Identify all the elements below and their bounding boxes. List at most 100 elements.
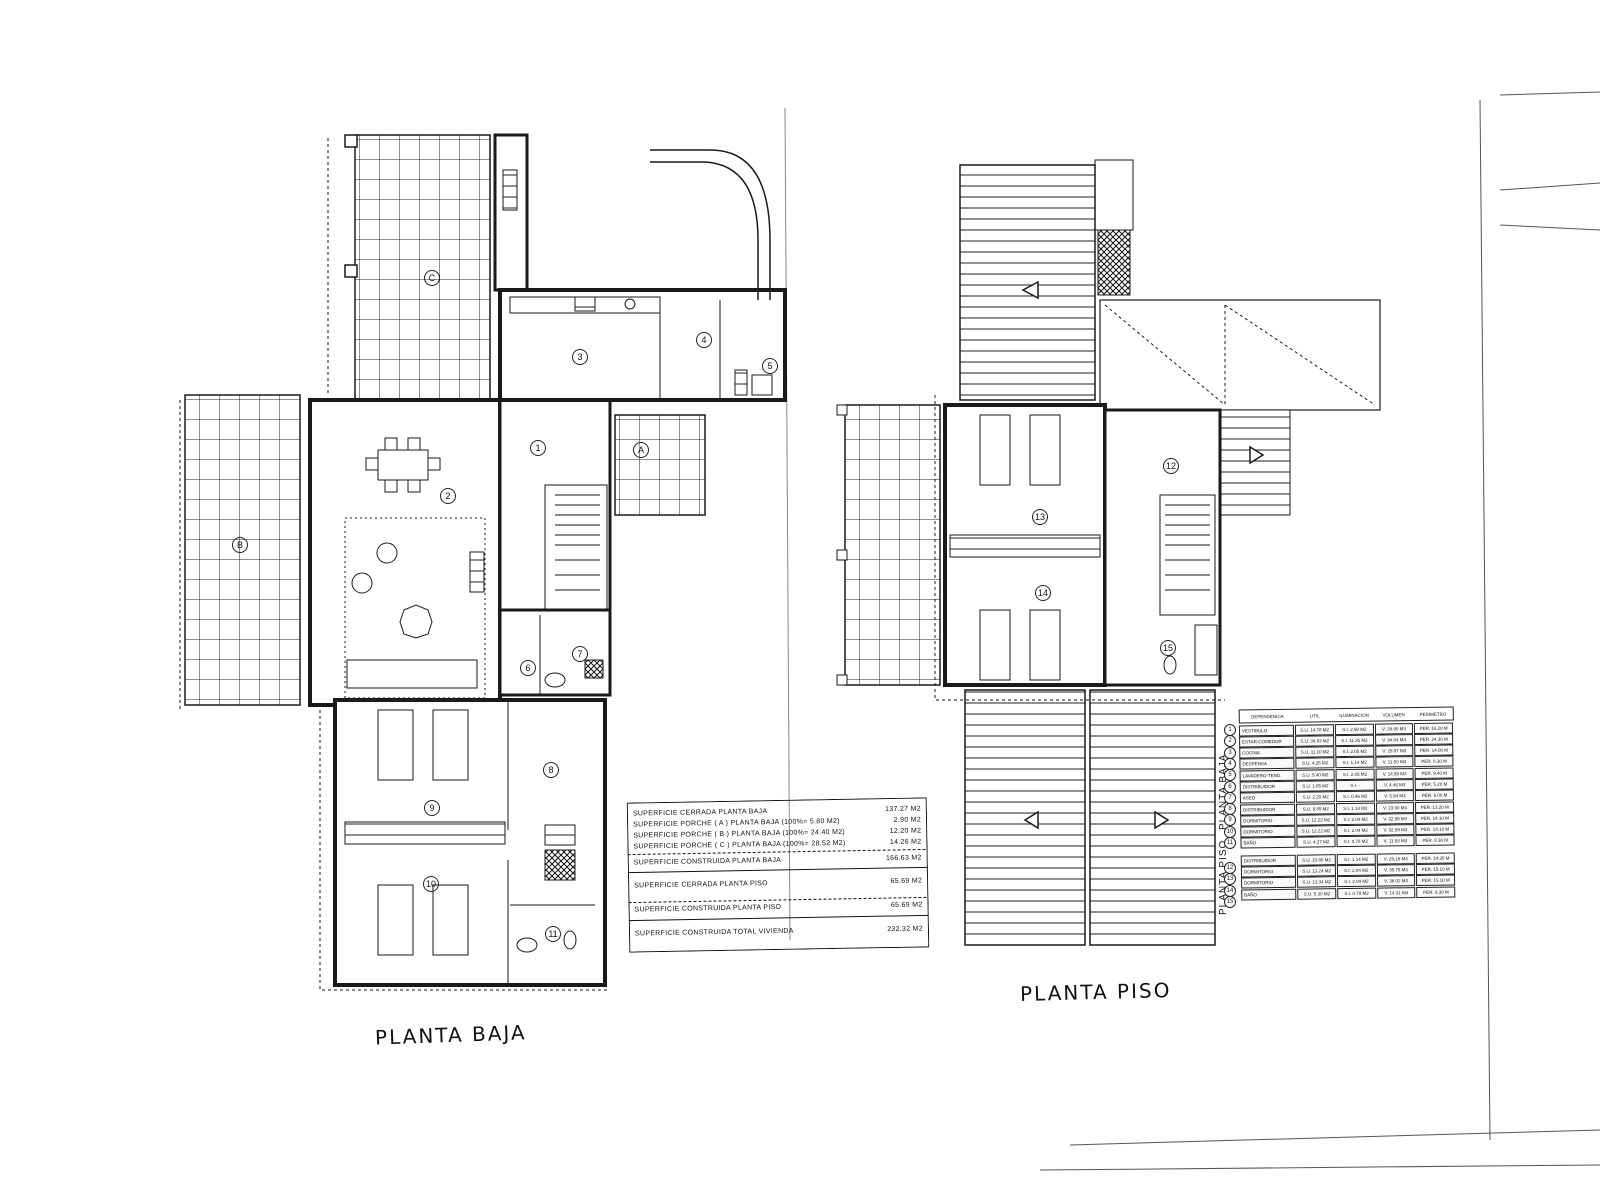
header-cell: ILUMINACION xyxy=(1339,712,1369,718)
room-table-cell: S.I. 0.46 M2 xyxy=(1335,790,1375,803)
room-table-cell: S.I. 2.04 M2 xyxy=(1336,864,1376,877)
room-table-cell: DISTRIBUIDOR xyxy=(1240,854,1297,867)
room-number-15: 15 xyxy=(1160,640,1176,656)
room-table-cell: S.I. 1.14 M2 xyxy=(1336,853,1376,865)
upper-floor-plan xyxy=(836,159,1381,946)
room-table-header: DEPENDENCIA UTIL ILUMINACION VOLUMEN PER… xyxy=(1238,706,1454,724)
room-table-cell: S.I. 2.05 M2 xyxy=(1335,745,1375,758)
room-table-cell: S.I. 1.14 M2 xyxy=(1335,757,1375,769)
room-table-cell: DORMITORIO xyxy=(1240,814,1296,827)
room-number-1: 1 xyxy=(530,440,546,456)
surface-summary-table: SUPERFICIE CERRADA PLANTA BAJA 137.27 M2… xyxy=(626,797,930,953)
room-table-cell: PER. 9.40 M xyxy=(1414,767,1454,779)
room-table-cell: S.U. 34.83 M2 xyxy=(1295,734,1335,747)
room-number-8: 8 xyxy=(543,762,559,778)
room-schedule-table: DEPENDENCIA UTIL ILUMINACION VOLUMEN PER… xyxy=(1238,706,1457,901)
room-table-cell: S.U. 13.24 M2 xyxy=(1297,865,1337,877)
room-number-9: 9 xyxy=(424,800,440,816)
room-table-cell: V. 32.99 M3 xyxy=(1375,824,1415,836)
summary-value: 65.69 M2 xyxy=(890,877,923,886)
summary-label: SUPERFICIE CONSTRUIDA PLANTA BAJA xyxy=(633,856,782,867)
room-table-cell: DISTRIBUIDOR xyxy=(1239,803,1296,816)
summary-label: SUPERFICIE CONSTRUIDA TOTAL VIVIENDA xyxy=(634,927,794,938)
room-number-marker: 1 xyxy=(1224,724,1236,736)
room-table-cell: BAÑO xyxy=(1240,837,1296,849)
room-table-cell: BAÑO xyxy=(1241,888,1297,901)
room-table-cell: PER. 15.10 M xyxy=(1416,863,1456,876)
room-table-cell: S.I. 1.14 M2 xyxy=(1335,802,1375,814)
room-table-cell: S.U. 12.22 M2 xyxy=(1296,814,1336,826)
room-number-marker: 12 xyxy=(1224,862,1236,874)
summary-label: SUPERFICIE CERRADA PLANTA BAJA xyxy=(632,808,768,818)
room-table-cell: S.I. 11.35 M2 xyxy=(1335,734,1374,746)
room-table-cell: S.U. 10.80 M2 xyxy=(1297,853,1336,866)
room-table-cell: DORMITORIO xyxy=(1240,865,1297,878)
room-number-marker: 14 xyxy=(1224,884,1236,897)
room-number-10: 10 xyxy=(423,876,439,892)
room-table-cell: V. 23.90 M3 xyxy=(1375,801,1415,814)
header-cell: PERIMETRO xyxy=(1419,711,1447,717)
room-table-cell: S.U. 13.34 M2 xyxy=(1297,876,1337,889)
room-table-cell: V. 11.53 M3 xyxy=(1376,835,1415,848)
room-table-cell: DORMITORIO xyxy=(1240,825,1296,838)
summary-value: 166.63 M2 xyxy=(885,854,922,863)
room-number-marker: 9 xyxy=(1224,814,1236,827)
room-table-cell: DORMITORIO xyxy=(1241,877,1297,889)
room-table-cell: VESTIBULO xyxy=(1238,724,1295,737)
room-number-14: 14 xyxy=(1035,585,1051,601)
room-number-11: 11 xyxy=(545,926,561,942)
room-number-13: 13 xyxy=(1032,509,1048,525)
room-number-6: 6 xyxy=(520,660,536,676)
room-table-cell: S.U. 11.10 M2 xyxy=(1295,746,1335,758)
room-table-cell: S.I. 2.90 M2 xyxy=(1334,723,1374,735)
room-table-cell: PER. 6.00 M xyxy=(1415,789,1454,802)
room-number-marker: 6 xyxy=(1224,780,1236,793)
room-table-cell: V. 94.04 M3 xyxy=(1374,733,1414,746)
room-number-7: 7 xyxy=(572,646,588,662)
room-table-cell: S.U. 8.85 M2 xyxy=(1296,802,1336,815)
room-number-marker: 4 xyxy=(1224,757,1236,770)
room-table-cell: V. 11.50 M3 xyxy=(1375,756,1414,769)
summary-label: SUPERFICIE CERRADA PLANTA PISO xyxy=(634,880,768,890)
room-table-cell: S.I. 2.04 M2 xyxy=(1336,824,1376,837)
room-table-cell: S.I. 0.78 M2 xyxy=(1337,887,1376,899)
upper-floor-title: PLANTA PISO xyxy=(1019,978,1172,1006)
room-number-marker: 10 xyxy=(1224,825,1236,838)
room-table-cell: ESTAR-COMEDOR xyxy=(1239,735,1295,748)
header-cell: DEPENDENCIA xyxy=(1251,713,1284,719)
room-table-cell: S.U. 4.27 M2 xyxy=(1296,836,1336,849)
summary-value: 12.20 M2 xyxy=(889,827,922,836)
room-table-cell: PER. 9.30 M xyxy=(1416,886,1456,898)
room-table-cell: V. 4.46 M3 xyxy=(1375,779,1415,791)
header-cell: UTIL xyxy=(1309,712,1320,719)
room-table-cell: V. 32.99 M3 xyxy=(1375,812,1415,825)
summary-value: 65.69 M2 xyxy=(890,901,923,910)
room-table-cell: PER. 15.10 M xyxy=(1416,874,1456,887)
room-table-cell: V. 36.02 M3 xyxy=(1376,875,1416,887)
summary-value: 14.26 M2 xyxy=(889,838,922,847)
room-number-marker: 15 xyxy=(1224,895,1236,908)
room-number-marker: 11 xyxy=(1224,837,1236,849)
room-table-cell: PER. 8.30 M xyxy=(1415,834,1455,847)
room-table-cell: V. 39.90 M3 xyxy=(1374,722,1414,735)
room-table-cell: PER. 8.30 M xyxy=(1414,755,1454,768)
room-table-cell: PER. 24.30 M xyxy=(1414,733,1454,745)
room-number-marker: 8 xyxy=(1224,803,1236,816)
room-table-cell: DISTRIBUIDOR xyxy=(1239,780,1296,793)
room-number-12: 12 xyxy=(1163,458,1179,474)
room-number-5: 5 xyxy=(762,358,778,374)
room-table-cell: V. 5.94 M3 xyxy=(1375,790,1415,802)
room-number-3: 3 xyxy=(572,349,588,365)
room-table-cell: PER. 13.20 M xyxy=(1415,801,1455,813)
room-table-cell: S.I. 2.05 M2 xyxy=(1335,768,1375,780)
room-table-cell: S.I. 2.04 M2 xyxy=(1337,875,1376,888)
room-number-4: 4 xyxy=(696,332,712,348)
room-table-cell: PER. 14.10 M xyxy=(1415,812,1455,824)
room-table-cell: S.U. 5.40 M2 xyxy=(1295,768,1335,781)
room-table-cell: S.U. 14.78 M2 xyxy=(1295,723,1335,736)
room-table-cell: COCINA xyxy=(1239,746,1295,759)
room-table-cell: PER. 14.10 M xyxy=(1415,823,1455,836)
room-number-marker: 3 xyxy=(1224,746,1236,759)
